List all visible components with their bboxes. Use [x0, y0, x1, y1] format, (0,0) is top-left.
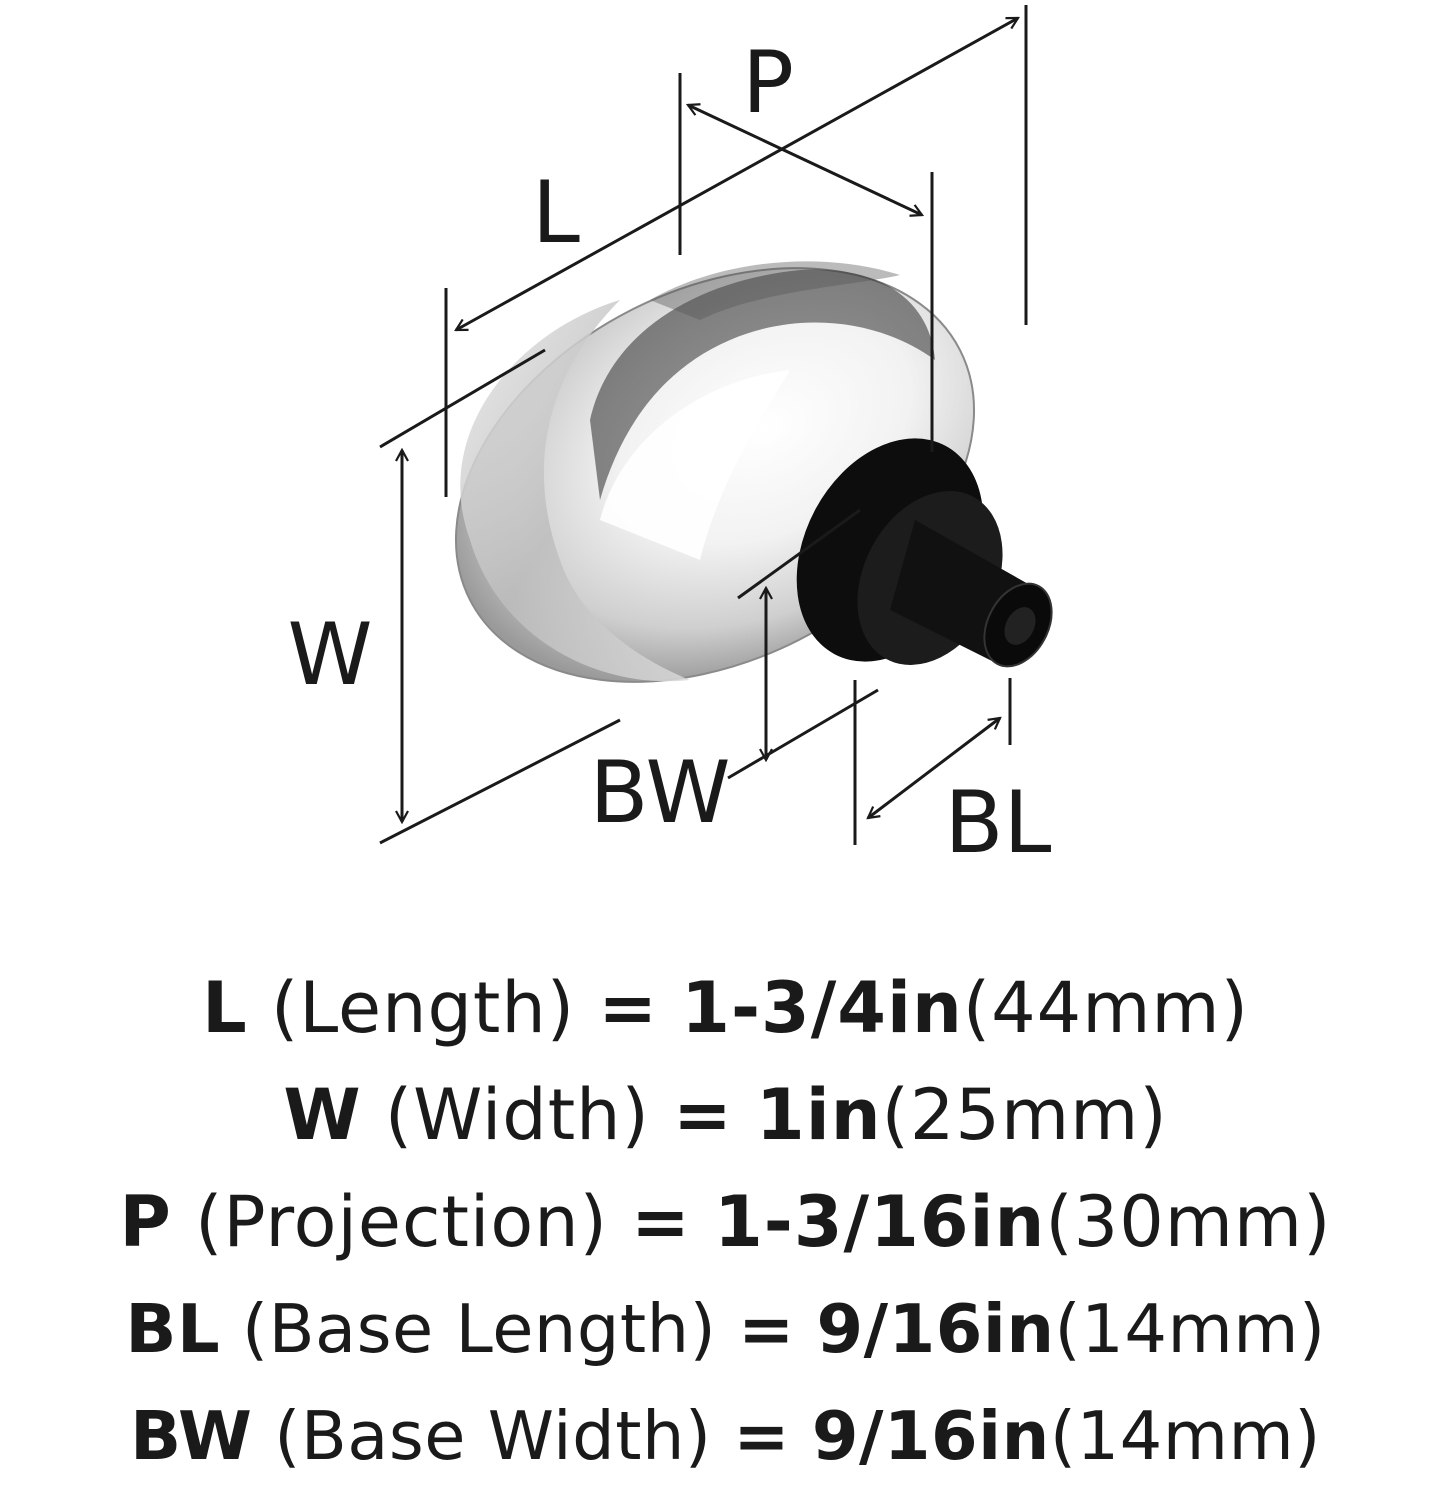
spec-name: (Length) [270, 967, 576, 1049]
label-p: P [742, 33, 794, 133]
label-l: L [532, 163, 580, 263]
spec-mm: (25mm) [881, 1074, 1168, 1156]
spec-inch: 1-3/4in [681, 967, 963, 1049]
spec-key: L [202, 967, 248, 1049]
spec-mm: (44mm) [962, 967, 1249, 1049]
spec-row-base-width: BW (Base Width) = 9/16in(14mm) [0, 1383, 1451, 1490]
bw-extension-top [737, 508, 861, 600]
spec-equals: = [738, 1290, 795, 1368]
w-extension-bottom [379, 718, 621, 845]
spec-key: P [119, 1181, 172, 1263]
spec-key: BL [125, 1290, 221, 1368]
spec-name: (Base Length) [241, 1290, 717, 1368]
bl-dimension-line [868, 718, 1000, 818]
spec-equals: = [598, 967, 658, 1049]
spec-row-width: W (Width) = 1in(25mm) [0, 1062, 1451, 1169]
spec-row-projection: P (Projection) = 1-3/16in(30mm) [0, 1169, 1451, 1276]
spec-key: W [283, 1074, 362, 1156]
spec-row-length: L (Length) = 1-3/4in(44mm) [0, 955, 1451, 1062]
spec-mm: (14mm) [1054, 1290, 1326, 1368]
label-bw: BW [590, 743, 731, 843]
label-w: W [287, 605, 372, 705]
knob-rim [460, 300, 690, 682]
spec-key: BW [130, 1397, 253, 1475]
spec-inch: 9/16in [811, 1397, 1050, 1475]
knob-base [796, 438, 1053, 668]
spec-name: (Width) [384, 1074, 650, 1156]
spec-name: (Projection) [195, 1181, 608, 1263]
spec-mm: (30mm) [1045, 1181, 1332, 1263]
specification-list: L (Length) = 1-3/4in(44mm) W (Width) = 1… [0, 955, 1451, 1490]
w-extension-top [379, 348, 546, 449]
spec-inch: 1-3/16in [714, 1181, 1046, 1263]
spec-equals: = [631, 1181, 691, 1263]
spec-equals: = [673, 1074, 733, 1156]
spec-inch: 1in [756, 1074, 882, 1156]
p-dimension-line [688, 105, 922, 215]
dimension-diagram: P L W BW BL [287, 5, 1053, 873]
spec-row-base-length: BL (Base Length) = 9/16in(14mm) [0, 1276, 1451, 1383]
spec-mm: (14mm) [1049, 1397, 1321, 1475]
knob-highlight [600, 370, 790, 560]
bw-extension-bottom [727, 688, 879, 780]
spec-inch: 9/16in [816, 1290, 1055, 1368]
spec-name: (Base Width) [274, 1397, 712, 1475]
label-bl: BL [945, 773, 1052, 873]
dimension-lines [379, 5, 1028, 845]
spec-equals: = [733, 1397, 791, 1475]
